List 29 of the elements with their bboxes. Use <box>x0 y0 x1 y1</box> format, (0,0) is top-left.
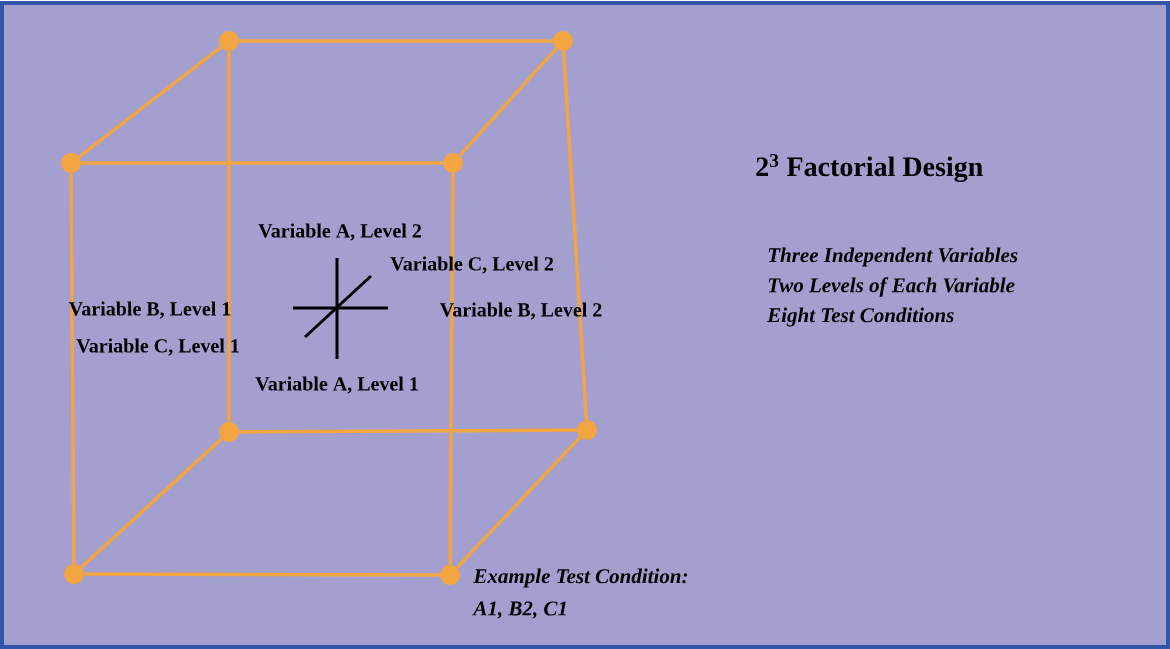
cube-edge <box>458 47 558 157</box>
note-text: Eight Test Conditions <box>767 307 954 327</box>
vertex-dot <box>443 153 463 173</box>
note-text: A1, B2, C1 <box>472 601 566 619</box>
axis-label: Variable A, Level 1 <box>255 376 418 394</box>
cube-edge <box>239 39 553 43</box>
vertex-dot <box>219 422 239 442</box>
note-text: Two Levels of Each Variable <box>768 277 1015 297</box>
axis-label: Variable C, Level 1 <box>76 338 239 356</box>
vertex-dot <box>64 564 84 584</box>
cube-edge <box>561 51 589 420</box>
cube-edge <box>84 572 440 577</box>
note-text: Three Independent Variables <box>768 247 1018 267</box>
cube-edge <box>239 428 577 434</box>
cube-edge <box>78 45 222 159</box>
note-text: Example Test Condition: <box>473 568 688 588</box>
cube-edge <box>227 51 231 422</box>
vertex-dot <box>61 153 81 173</box>
vertex-dot <box>219 31 239 51</box>
axis-label: Variable A, Level 2 <box>258 223 421 241</box>
cube-edge <box>69 173 76 564</box>
cube-edge <box>80 437 223 569</box>
vertex-dot <box>553 31 573 51</box>
vertex-dot <box>440 565 460 585</box>
cube-edge <box>455 436 582 569</box>
vertex-dot <box>577 420 597 440</box>
cube-edge <box>81 161 443 165</box>
title: 2$^{3}$ Factorial Design <box>756 153 983 183</box>
cube-edge <box>448 173 455 565</box>
